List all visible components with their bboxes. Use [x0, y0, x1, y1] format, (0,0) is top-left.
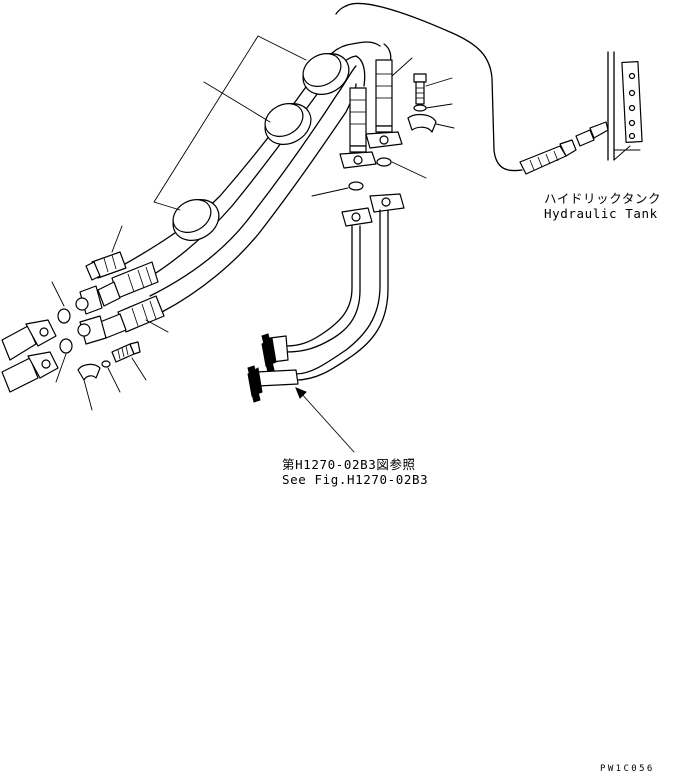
hose-end-fittings-left [75, 225, 169, 345]
tube-flange-upper [261, 333, 289, 373]
hose-bundle [117, 35, 381, 313]
hose-clamp-lower [172, 199, 220, 241]
tank-label-jp: ハイドリックタンク [544, 191, 662, 206]
hose-ends-upper [339, 43, 413, 169]
hose-clamp-upper [302, 53, 350, 95]
hydraulic-tank [607, 51, 643, 161]
flange-parts-upper [311, 73, 455, 197]
tube-assembly [247, 193, 405, 453]
reference-label-jp: 第H1270-02B3図参照 [282, 457, 416, 472]
hose-clamp-middle [264, 103, 312, 145]
reference-label-en: See Fig.H1270-02B3 [282, 472, 429, 487]
flange-parts-left [1, 281, 147, 411]
tank-label-en: Hydraulic Tank [544, 206, 658, 221]
drawing-code: PW1C056 [600, 764, 655, 774]
tube-flange-lower [247, 365, 299, 403]
tank-return-hose [335, 2, 609, 175]
